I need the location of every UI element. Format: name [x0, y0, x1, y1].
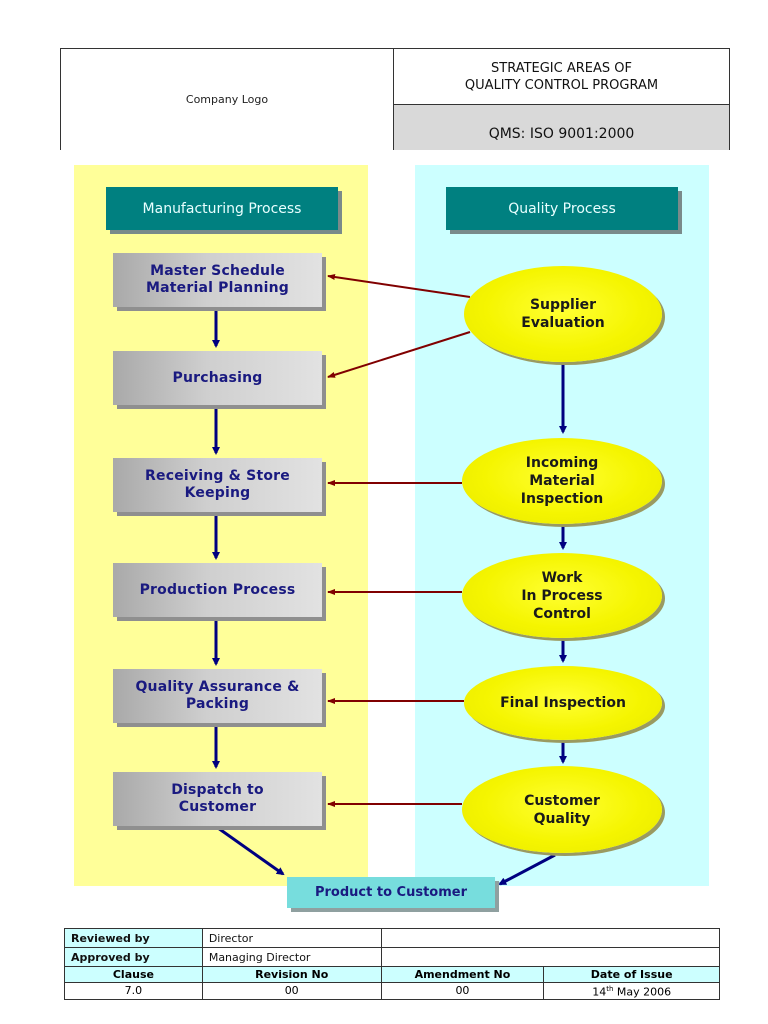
date-day: 14	[592, 985, 607, 999]
product-to-customer-box: Product to Customer	[287, 877, 495, 908]
ellipse-label: Inspection	[520, 491, 604, 507]
quality-incoming-inspection: Incoming Material Inspection	[462, 438, 662, 524]
amendment-value: 00	[380, 982, 545, 1000]
quality-work-in-process: Work In Process Control	[462, 553, 662, 638]
step-label: Quality Assurance &	[135, 679, 300, 695]
reviewed-row: Reviewed by Director	[64, 928, 721, 948]
date-value: 14th May 2006	[543, 982, 720, 1000]
quality-supplier-evaluation: Supplier Evaluation	[464, 266, 662, 362]
reviewed-by-value: Director	[201, 928, 382, 948]
quality-final-inspection: Final Inspection	[464, 666, 662, 740]
ellipse-label: Incoming	[525, 455, 599, 471]
clause-value: 7.0	[64, 982, 203, 1000]
revision-header: Revision No	[201, 966, 382, 983]
ellipse-label: Supplier	[529, 297, 597, 313]
step-label: Packing	[185, 696, 250, 712]
approved-row: Approved by Managing Director	[64, 947, 721, 967]
date-suffix: th	[606, 985, 614, 993]
quality-customer-quality: Customer Quality	[462, 766, 662, 853]
column-header-row: Clause Revision No Amendment No Date of …	[64, 966, 720, 983]
quality-process-header: Quality Process	[446, 187, 678, 230]
approval-table: Reviewed by Director Approved by Managin…	[64, 928, 721, 1000]
ellipse-label: Control	[533, 605, 591, 622]
step-master-schedule: Master Schedule Material Planning	[113, 253, 322, 307]
ellipse-label: Quality	[533, 810, 591, 827]
date-header: Date of Issue	[543, 966, 720, 983]
approved-by-label: Approved by	[64, 947, 203, 967]
standard-label: QMS: ISO 9001:2000	[394, 105, 729, 150]
clause-header: Clause	[64, 966, 203, 983]
ellipse-label: Work	[541, 569, 583, 586]
ellipse-label: Customer	[524, 792, 600, 809]
step-receiving: Receiving & Store Keeping	[113, 458, 322, 512]
approved-signature	[380, 947, 721, 967]
ellipse-label: Evaluation	[521, 315, 605, 331]
reviewed-by-label: Reviewed by	[64, 928, 203, 948]
step-label: Keeping	[184, 485, 251, 501]
document-title: STRATEGIC AREAS OF QUALITY CONTROL PROGR…	[394, 49, 729, 105]
step-quality-assurance: Quality Assurance & Packing	[113, 669, 322, 723]
company-logo-placeholder: Company Logo	[61, 49, 394, 150]
step-label: Production Process	[139, 581, 296, 598]
step-production: Production Process	[113, 563, 322, 617]
step-label: Dispatch to	[171, 782, 264, 798]
reviewed-signature	[380, 928, 721, 948]
ellipse-label: Material	[529, 473, 595, 489]
document-header: Company Logo STRATEGIC AREAS OF QUALITY …	[60, 48, 730, 150]
ellipse-label: In Process	[521, 587, 603, 604]
title-line-1: STRATEGIC AREAS OF	[491, 60, 632, 76]
step-label: Master Schedule	[150, 263, 285, 279]
manufacturing-process-header: Manufacturing Process	[106, 187, 338, 230]
amendment-header: Amendment No	[380, 966, 545, 983]
ellipse-label: Final Inspection	[500, 695, 626, 711]
step-label: Material Planning	[145, 280, 290, 296]
revision-value: 00	[201, 982, 382, 1000]
step-label: Receiving & Store	[145, 468, 290, 484]
title-line-2: QUALITY CONTROL PROGRAM	[464, 77, 659, 93]
approved-by-value: Managing Director	[201, 947, 382, 967]
column-value-row: 7.0 00 00 14th May 2006	[64, 982, 720, 1000]
step-label: Purchasing	[172, 369, 263, 386]
step-label: Customer	[178, 799, 257, 815]
step-purchasing: Purchasing	[113, 351, 322, 405]
step-dispatch: Dispatch to Customer	[113, 772, 322, 826]
date-month-year: May 2006	[613, 985, 672, 999]
